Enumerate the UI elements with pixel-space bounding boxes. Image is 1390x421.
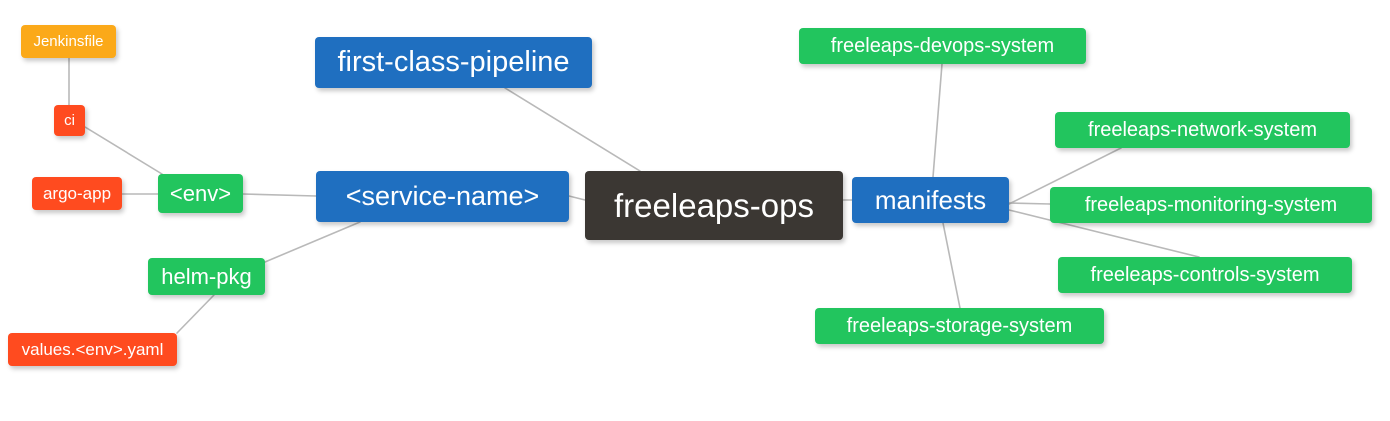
edge-service-name-to-freeleaps-ops xyxy=(568,195,586,201)
node-label-freeleaps-controls-system: freeleaps-controls-system xyxy=(1090,264,1320,286)
node-label-argo-app: argo-app xyxy=(42,184,112,203)
node-first-class-pipeline[interactable]: first-class-pipeline xyxy=(315,37,592,88)
node-helm-pkg[interactable]: helm-pkg xyxy=(148,258,265,295)
node-freeleaps-controls-system[interactable]: freeleaps-controls-system xyxy=(1058,257,1352,293)
node-label-jenkinsfile: Jenkinsfile xyxy=(33,33,104,50)
node-freeleaps-devops-system[interactable]: freeleaps-devops-system xyxy=(799,28,1086,64)
node-label-freeleaps-network-system: freeleaps-network-system xyxy=(1088,119,1317,141)
node-ci[interactable]: ci xyxy=(54,105,85,136)
node-label-helm-pkg: helm-pkg xyxy=(161,263,252,289)
node-label-manifests: manifests xyxy=(874,185,987,215)
node-service-name[interactable]: <service-name> xyxy=(316,171,569,222)
node-label-values-env-yaml: values.<env>.yaml xyxy=(21,340,164,359)
node-label-env: <env> xyxy=(169,180,232,206)
edge-env-to-service-name xyxy=(242,193,317,197)
node-argo-app[interactable]: argo-app xyxy=(32,177,122,210)
edge-helm-pkg-to-service-name xyxy=(264,221,361,263)
edge-first-class-pipeline-to-freeleaps-ops xyxy=(504,87,641,172)
edge-manifests-to-freeleaps-monitoring-system xyxy=(1008,202,1051,205)
node-values-env-yaml[interactable]: values.<env>.yaml xyxy=(8,333,177,366)
edge-values-env-yaml-to-helm-pkg xyxy=(176,294,215,334)
node-label-service-name: <service-name> xyxy=(345,181,540,211)
node-env[interactable]: <env> xyxy=(158,174,243,213)
node-label-freeleaps-ops: freeleaps-ops xyxy=(614,187,814,224)
node-label-freeleaps-monitoring-system: freeleaps-monitoring-system xyxy=(1084,194,1338,216)
node-label-freeleaps-devops-system: freeleaps-devops-system xyxy=(830,35,1055,57)
node-freeleaps-ops[interactable]: freeleaps-ops xyxy=(585,171,843,240)
node-label-ci: ci xyxy=(64,112,75,129)
edge-manifests-to-freeleaps-devops-system xyxy=(932,63,943,178)
node-label-freeleaps-storage-system: freeleaps-storage-system xyxy=(846,315,1073,337)
node-jenkinsfile[interactable]: Jenkinsfile xyxy=(21,25,116,58)
node-freeleaps-storage-system[interactable]: freeleaps-storage-system xyxy=(815,308,1104,344)
node-freeleaps-monitoring-system[interactable]: freeleaps-monitoring-system xyxy=(1050,187,1372,223)
node-label-first-class-pipeline: first-class-pipeline xyxy=(337,46,570,78)
node-manifests[interactable]: manifests xyxy=(852,177,1009,223)
edge-manifests-to-freeleaps-storage-system xyxy=(942,222,961,309)
node-freeleaps-network-system[interactable]: freeleaps-network-system xyxy=(1055,112,1350,148)
edge-ci-to-env xyxy=(84,126,163,175)
